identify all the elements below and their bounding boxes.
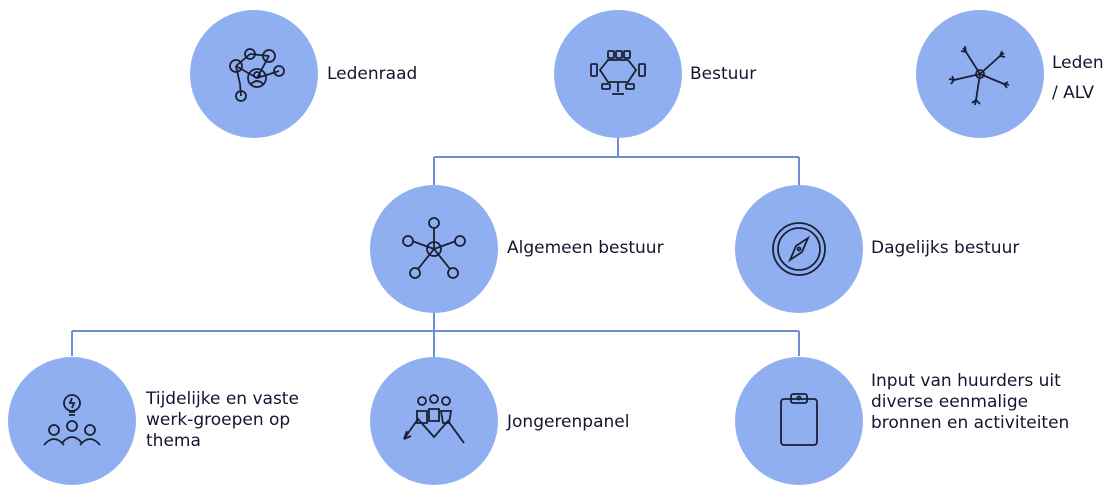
label-input-huurders: Input van huurders uit diverse eenmalige…	[871, 371, 1070, 433]
node-jongerenpanel	[370, 357, 498, 485]
label-algemeen-bestuur: Algemeen bestuur	[507, 238, 664, 258]
network-icon	[229, 48, 285, 102]
growth-team-icon	[403, 394, 465, 444]
label-bestuur: Bestuur	[690, 64, 757, 84]
connector-lines	[71, 136, 800, 359]
clipboard-icon	[780, 393, 818, 446]
label-werkgroepen: Tijdelijke en vaste werk-groepen op them…	[146, 389, 299, 451]
node-ledenraad	[190, 10, 318, 138]
node-leden-alv	[916, 10, 1044, 138]
joined-hands-icon	[948, 45, 1010, 106]
hub-network-icon	[402, 217, 466, 279]
team-idea-icon	[43, 394, 101, 446]
label-leden-alv: Leden / ALV	[1052, 53, 1104, 103]
node-werkgroepen	[8, 357, 136, 485]
boardroom-table-icon	[590, 50, 646, 95]
label-jongerenpanel: Jongerenpanel	[507, 412, 630, 432]
label-ledenraad: Ledenraad	[327, 64, 418, 84]
label-dagelijks-bestuur: Dagelijks bestuur	[871, 238, 1020, 258]
node-input-huurders	[735, 357, 863, 485]
node-dagelijks-bestuur	[735, 185, 863, 313]
node-bestuur	[554, 10, 682, 138]
compass-icon	[772, 222, 826, 276]
node-algemeen-bestuur	[370, 185, 498, 313]
